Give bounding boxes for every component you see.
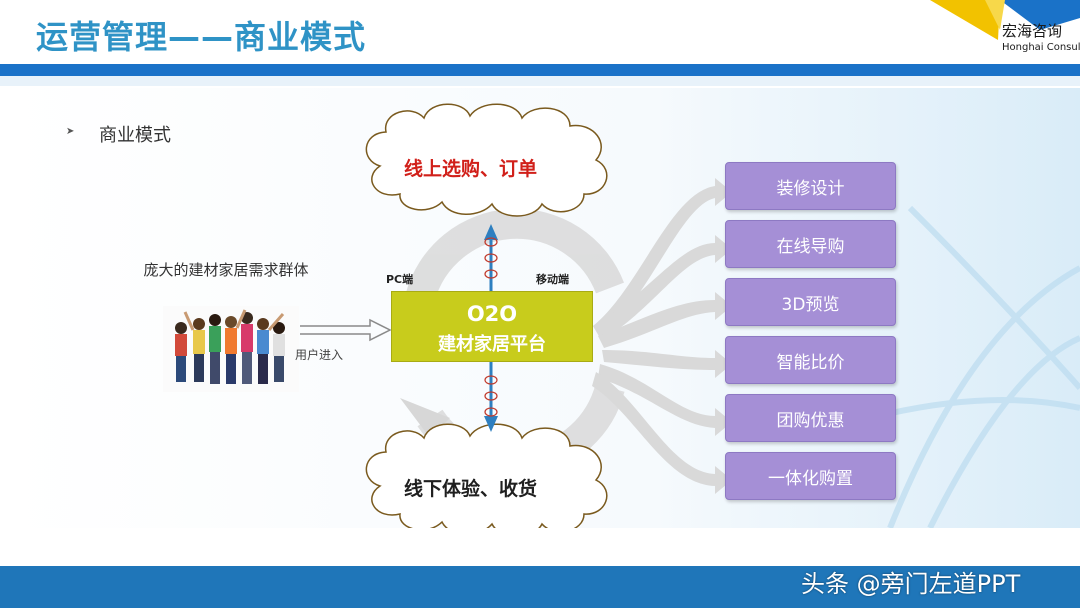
online-cloud-label: 线上选购、订单	[404, 158, 538, 180]
slide-header: 运营管理——商业模式 宏海咨询 Honghai Consult	[0, 0, 1080, 66]
offline-cloud-label: 线下体验、收货	[404, 478, 538, 500]
slide-footer-band	[0, 566, 1080, 608]
mobile-channel-label: 移动端	[536, 273, 569, 286]
user-enter-label: 用户进入	[295, 348, 344, 362]
bullet-arrow-icon: ➤	[66, 126, 75, 137]
crowd-figures-icon	[175, 309, 285, 384]
header-divider	[0, 64, 1080, 76]
platform-name: 建材家居平台	[438, 334, 546, 355]
feature-box-online-guide: 在线导购	[725, 220, 896, 268]
section-heading: 商业模式	[99, 125, 171, 146]
platform-title: O2O	[466, 302, 518, 326]
company-logo: 宏海咨询 Honghai Consult	[930, 0, 1080, 66]
feature-box-group-buy: 团购优惠	[725, 394, 896, 442]
feature-box-price-compare: 智能比价	[725, 336, 896, 384]
crowd-photo	[163, 306, 299, 392]
feature-box-3d-preview: 3D预览	[725, 278, 896, 326]
demand-group-label: 庞大的建材家居需求群体	[143, 261, 309, 279]
logo-subtitle: Honghai Consult	[1002, 42, 1080, 53]
slide-title: 运营管理——商业模式	[36, 18, 367, 56]
o2o-platform-box: O2O 建材家居平台	[391, 291, 593, 362]
feature-box-decoration-design: 装修设计	[725, 162, 896, 210]
logo-name: 宏海咨询	[1002, 22, 1063, 40]
pc-channel-label: PC端	[386, 273, 414, 286]
header-divider-light	[0, 76, 1080, 86]
watermark-text: 头条 @旁门左道PPT	[801, 570, 1021, 598]
feature-box-one-stop-purchase: 一体化购置	[725, 452, 896, 500]
logo-mark-icon	[930, 0, 1080, 40]
